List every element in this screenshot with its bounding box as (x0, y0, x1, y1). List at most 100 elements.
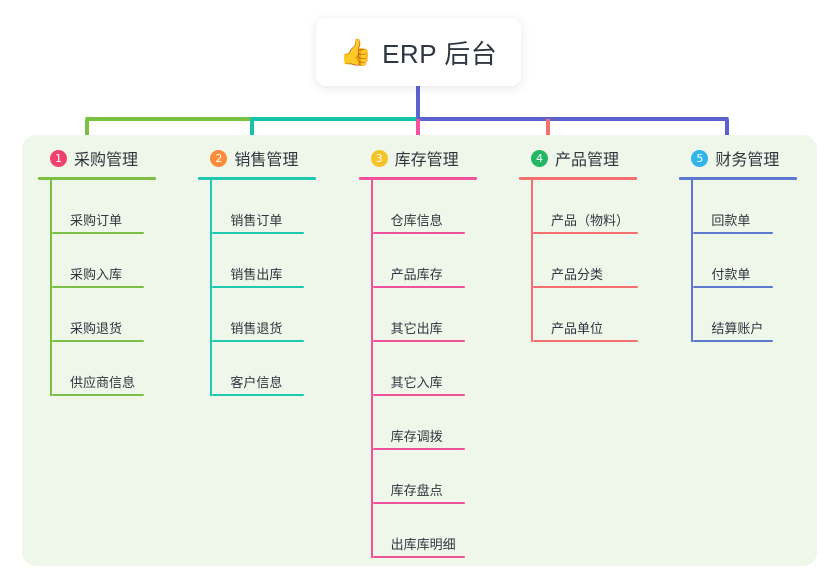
branch-item-label: 产品分类 (550, 267, 603, 282)
branch-item-label: 产品库存 (390, 267, 443, 282)
branch-item-label: 销售订单 (230, 213, 283, 228)
branch-header-rule (38, 177, 156, 180)
branch-item-rule (693, 286, 774, 288)
branch-item-label: 其它出库 (390, 321, 443, 336)
branch-item[interactable]: 付款单 (691, 234, 817, 288)
branch-item[interactable]: 回款单 (691, 180, 817, 234)
branch-header-rule (358, 177, 477, 180)
branch-item-list: 仓库信息产品库存其它出库其它入库库存调拨库存盘点出库库明细 (359, 180, 519, 558)
branch-column-1: 1 采购管理采购订单采购入库采购退货供应商信息 (38, 143, 198, 566)
branch-item-rule (52, 340, 144, 342)
branch-spine (691, 180, 694, 342)
branch-item-label: 仓库信息 (390, 213, 443, 228)
branch-item-rule (372, 556, 465, 558)
branch-item-rule (212, 286, 305, 288)
branch-badge-icon: 2 (210, 149, 228, 167)
branch-item-rule (532, 286, 638, 288)
branch-item-label: 销售退货 (230, 321, 283, 336)
branch-item-rule (532, 232, 638, 234)
branch-column-4: 4 产品管理产品（物料） 产品分类产品单位 (518, 143, 679, 566)
branch-item-rule (52, 232, 144, 234)
branch-item-rule (372, 448, 465, 450)
branch-item-rule (212, 340, 305, 342)
branch-item-label: 库存盘点 (390, 483, 443, 498)
branch-item[interactable]: 产品（物料） (531, 180, 679, 234)
branch-item[interactable]: 产品单位 (531, 288, 679, 342)
branch-spine (210, 180, 213, 396)
branch-item[interactable]: 采购入库 (50, 234, 198, 288)
branch-item[interactable]: 库存盘点 (371, 450, 519, 504)
branch-title: 销售管理 (234, 152, 299, 169)
branch-item[interactable]: 客户信息 (210, 342, 358, 396)
branches-panel (22, 135, 817, 566)
branch-item[interactable]: 其它入库 (371, 342, 519, 396)
branch-header-2[interactable]: 2 销售管理 (198, 143, 358, 173)
branch-title: 产品管理 (554, 152, 619, 169)
branch-item-rule (372, 394, 465, 396)
branch-title: 库存管理 (394, 152, 459, 169)
root-node[interactable]: 👍 ERP 后台 (316, 18, 521, 86)
branch-item-rule (212, 232, 305, 234)
branch-item-label: 销售出库 (230, 267, 283, 282)
branch-header-rule (198, 177, 317, 180)
branch-item-rule (372, 340, 465, 342)
branch-item-label: 采购订单 (70, 213, 123, 228)
branch-item-rule (52, 394, 144, 396)
branch-badge-icon: 5 (691, 149, 709, 167)
branch-title: 采购管理 (74, 152, 139, 169)
branch-item-label: 付款单 (711, 267, 751, 282)
branch-item-rule (532, 340, 638, 342)
branch-item-label: 其它入库 (390, 375, 443, 390)
branch-item-rule (693, 340, 774, 342)
branch-item[interactable]: 销售出库 (210, 234, 358, 288)
branch-item-rule (372, 502, 465, 504)
branch-item[interactable]: 销售退货 (210, 288, 358, 342)
branch-item[interactable]: 库存调拨 (371, 396, 519, 450)
branch-item[interactable]: 其它出库 (371, 288, 519, 342)
branch-header-4[interactable]: 4 产品管理 (519, 143, 679, 173)
branch-item-label: 供应商信息 (70, 375, 136, 390)
branch-item-rule (372, 286, 465, 288)
branch-header-3[interactable]: 3 库存管理 (359, 143, 519, 173)
branch-item-label: 客户信息 (230, 375, 283, 390)
branch-item-label: 库存调拨 (390, 429, 443, 444)
branch-item-list: 销售订单销售出库销售退货客户信息 (198, 180, 358, 396)
branch-item-label: 出库库明细 (390, 537, 456, 552)
branch-header-5[interactable]: 5 财务管理 (679, 143, 817, 173)
branch-item-rule (693, 232, 774, 234)
branch-item[interactable]: 产品库存 (371, 234, 519, 288)
branch-item-label: 结算账户 (711, 321, 764, 336)
branch-column-3: 3 库存管理仓库信息产品库存其它出库其它入库库存调拨库存盘点出库库明细 (358, 143, 519, 566)
branch-header-1[interactable]: 1 采购管理 (38, 143, 198, 173)
branch-item[interactable]: 结算账户 (691, 288, 817, 342)
branch-title: 财务管理 (715, 152, 780, 169)
branch-spine (530, 180, 533, 342)
branch-item-label: 采购入库 (70, 267, 123, 282)
branch-badge-icon: 3 (370, 149, 388, 167)
branch-item[interactable]: 销售订单 (210, 180, 358, 234)
branch-item[interactable]: 产品分类 (531, 234, 679, 288)
branch-item[interactable]: 出库库明细 (371, 504, 519, 558)
branch-header-rule (679, 177, 798, 180)
branch-column-2: 2 销售管理销售订单销售出库销售退货客户信息 (198, 143, 358, 566)
branch-item-label: 回款单 (711, 213, 751, 228)
branch-column-5: 5 财务管理回款单付款单结算账户 (679, 143, 817, 566)
branch-item[interactable]: 采购订单 (50, 180, 198, 234)
branch-badge-icon: 1 (50, 149, 67, 167)
thumbs-up-icon: 👍 (339, 37, 373, 67)
branch-item-list: 采购订单采购入库采购退货供应商信息 (38, 180, 198, 396)
branch-item-list: 回款单付款单结算账户 (679, 180, 817, 342)
branch-badge-icon: 4 (530, 149, 548, 167)
branch-item-label: 产品单位 (550, 321, 603, 336)
branch-item[interactable]: 供应商信息 (50, 342, 198, 396)
branch-item-label: 采购退货 (70, 321, 123, 336)
branch-item[interactable]: 仓库信息 (371, 180, 519, 234)
branch-item-label: 产品（物料） (550, 213, 629, 228)
branch-spine (50, 180, 52, 396)
branch-item[interactable]: 采购退货 (50, 288, 198, 342)
branch-item-rule (52, 286, 144, 288)
branch-columns: 1 采购管理采购订单采购入库采购退货供应商信息 2 销售管理销售订单销售出库销售退货客… (22, 135, 817, 566)
branch-item-rule (212, 394, 305, 396)
branch-item-list: 产品（物料） 产品分类产品单位 (519, 180, 679, 342)
